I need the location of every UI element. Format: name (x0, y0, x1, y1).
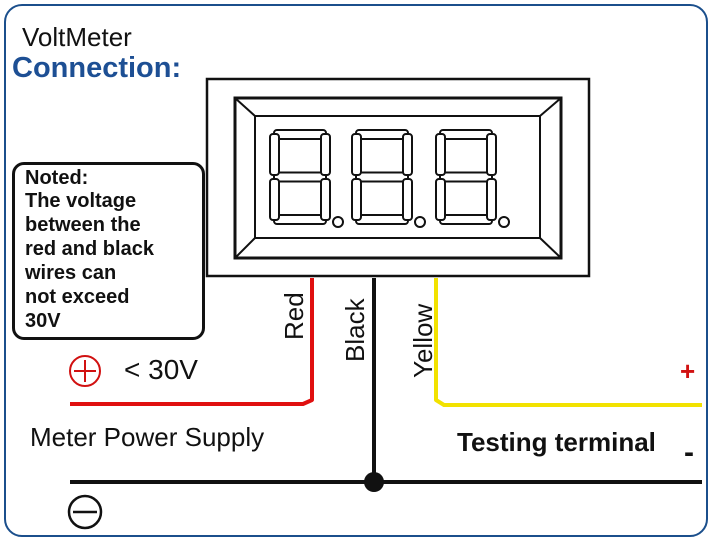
display-digit (351, 129, 426, 228)
display-digit (435, 129, 510, 228)
note-line: wires can (25, 262, 117, 284)
digit-segment (402, 178, 413, 221)
digit-segment (439, 214, 493, 225)
note-line: The voltage (25, 190, 137, 212)
digit-segment (435, 178, 446, 221)
digit-segment (355, 129, 409, 140)
testing-terminal-label: Testing terminal (457, 427, 656, 457)
digit-segment (351, 178, 362, 221)
black-wire-label: Black (340, 298, 370, 362)
voltage-limit-label: < 30V (124, 354, 198, 385)
junction-dot (364, 472, 384, 492)
note-box: Noted: The voltage between the red and b… (12, 162, 205, 340)
note-line: red and black (25, 238, 154, 260)
digit-segment (355, 214, 409, 225)
digit-segment (439, 171, 493, 183)
decimal-point (498, 216, 510, 228)
red-wire-label: Red (279, 292, 309, 340)
power-supply-label: Meter Power Supply (30, 422, 265, 452)
digit-segment (320, 133, 331, 176)
yellow-wire-label: Yellow (408, 303, 438, 378)
red-wire (70, 278, 314, 406)
digit-segment (402, 133, 413, 176)
decimal-point (414, 216, 426, 228)
circled-plus-icon (69, 355, 101, 387)
yellow-wire (434, 278, 702, 407)
digit-segment (486, 133, 497, 176)
seven-segment-display (269, 129, 510, 228)
minus-sign: - (684, 436, 694, 469)
digit-segment (351, 133, 362, 176)
digit-segment (320, 178, 331, 221)
note-heading: Noted: (25, 167, 89, 189)
note-line: 30V (25, 310, 61, 332)
digit-segment (486, 178, 497, 221)
diagram-subtitle: Connection: (12, 52, 182, 84)
digit-segment (435, 133, 446, 176)
plus-sign: + (680, 356, 696, 386)
digit-segment (269, 133, 280, 176)
display-digit (269, 129, 344, 228)
note-line: between the (25, 214, 141, 236)
diagram-title: VoltMeter (22, 22, 132, 52)
circled-minus-icon (67, 494, 103, 530)
digit-segment (269, 178, 280, 221)
digit-segment (355, 171, 409, 183)
digit-segment (273, 171, 327, 183)
note-line: not exceed (25, 286, 130, 308)
decimal-point (332, 216, 344, 228)
digit-segment (273, 129, 327, 140)
digit-segment (439, 129, 493, 140)
diagram-border (4, 4, 708, 537)
digit-segment (273, 214, 327, 225)
